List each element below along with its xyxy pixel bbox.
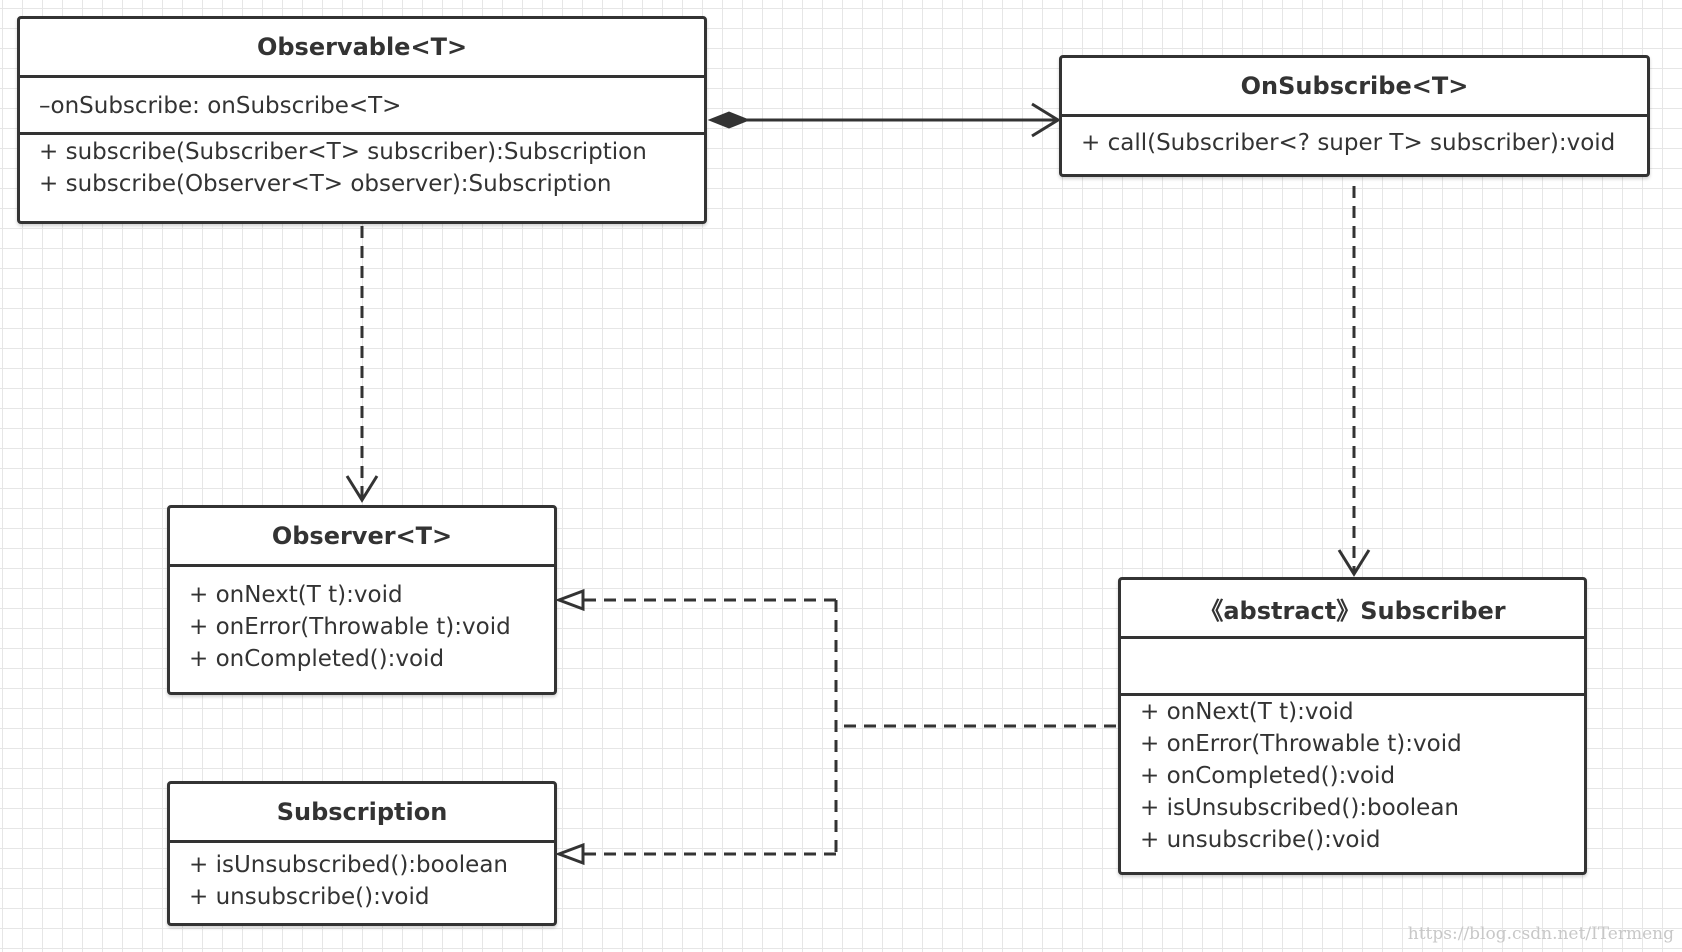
- operation-isunsubscribed: + isUnsubscribed():boolean: [1140, 795, 1460, 821]
- class-observer-operations: + onNext(T t):void + onError(Throwable t…: [170, 567, 554, 675]
- operation-oncompleted: + onCompleted():void: [189, 646, 445, 672]
- operation-isunsubscribed: + isUnsubscribed():boolean: [189, 852, 509, 878]
- operation-unsubscribe: + unsubscribe():void: [1140, 827, 1381, 853]
- watermark: https://blog.csdn.net/ITermeng: [1407, 924, 1674, 944]
- operation-oncompleted: + onCompleted():void: [1140, 763, 1396, 789]
- attribute-onsubscribe: –onSubscribe: onSubscribe<T>: [39, 93, 402, 119]
- class-observer-title: Observer<T>: [170, 508, 554, 567]
- open-arrowhead: [345, 475, 379, 503]
- operation-subscribe-subscriber: + subscribe(Subscriber<T> subscriber):Su…: [39, 139, 647, 165]
- operation-onnext: + onNext(T t):void: [189, 582, 403, 608]
- class-subscriber-attributes: [1121, 639, 1584, 696]
- class-subscription[interactable]: Subscription + isUnsubscribed():boolean …: [167, 781, 557, 926]
- class-observable-title: Observable<T>: [20, 19, 704, 78]
- class-subscriber-title: 《abstract》Subscriber: [1121, 580, 1584, 639]
- class-subscription-title: Subscription: [170, 784, 554, 843]
- operation-call: + call(Subscriber<? super T> subscriber)…: [1081, 130, 1616, 156]
- class-subscriber[interactable]: 《abstract》Subscriber + onNext(T t):void …: [1118, 577, 1587, 875]
- class-onsubscribe-operations: + call(Subscriber<? super T> subscriber)…: [1062, 117, 1647, 159]
- operation-unsubscribe: + unsubscribe():void: [189, 884, 430, 910]
- open-arrowhead: [1031, 102, 1061, 138]
- operation-onnext: + onNext(T t):void: [1140, 699, 1354, 725]
- class-onsubscribe[interactable]: OnSubscribe<T> + call(Subscriber<? super…: [1059, 55, 1650, 177]
- hollow-triangle-arrowhead: [554, 588, 585, 612]
- class-observer[interactable]: Observer<T> + onNext(T t):void + onError…: [167, 505, 557, 695]
- operation-subscribe-observer: + subscribe(Observer<T> observer):Subscr…: [39, 171, 612, 197]
- realization-subscriber-interfaces: [554, 588, 1116, 866]
- composition-observable-onsubscribe: [707, 102, 1061, 138]
- operation-onerror: + onError(Throwable t):void: [189, 614, 511, 640]
- class-observable-operations: + subscribe(Subscriber<T> subscriber):Su…: [20, 135, 704, 200]
- class-observable[interactable]: Observable<T> –onSubscribe: onSubscribe<…: [17, 16, 707, 224]
- hollow-triangle-arrowhead: [554, 842, 585, 866]
- class-onsubscribe-title: OnSubscribe<T>: [1062, 58, 1647, 117]
- open-arrowhead: [1337, 549, 1371, 577]
- dependency-onsubscribe-subscriber: [1337, 186, 1371, 577]
- composition-diamond: [707, 111, 751, 129]
- class-subscriber-operations: + onNext(T t):void + onError(Throwable t…: [1121, 696, 1584, 856]
- dependency-observable-observer: [345, 226, 379, 503]
- operation-onerror: + onError(Throwable t):void: [1140, 731, 1462, 757]
- class-observable-attributes: –onSubscribe: onSubscribe<T>: [20, 78, 704, 135]
- class-subscription-operations: + isUnsubscribed():boolean + unsubscribe…: [170, 843, 554, 913]
